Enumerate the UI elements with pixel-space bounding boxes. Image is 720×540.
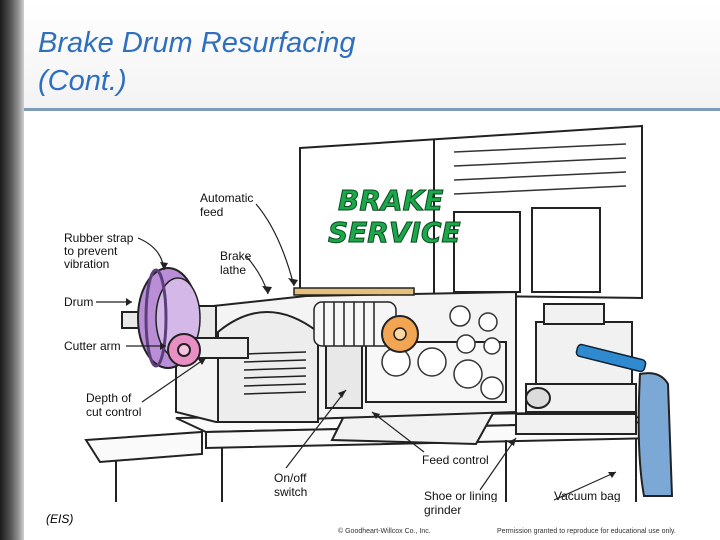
control-dials [381,305,504,400]
label-brake-lathe-2: lathe [220,263,246,277]
label-cutter-arm: Cutter arm [64,339,121,353]
label-automatic-feed-1: Automatic [200,191,253,205]
label-brake-lathe-1: Brake [220,249,252,263]
label-grinder-1: Shoe or lining [424,489,497,502]
image-credit: (EIS) [46,512,74,526]
board-lines [453,143,627,195]
label-grinder: Shoe or lining [424,489,497,502]
label-vacuum-bag: Vacuum bag [554,489,621,502]
shoe-grinder [515,303,637,435]
sign-service: SERVICE [328,216,461,249]
cutting-head-center [393,327,407,341]
label-rubber-strap: Rubber strap to prevent vibration [64,231,137,271]
brake-lathe-illustration: BRAKE SERVICE [64,124,674,502]
page-title: Brake Drum Resurfacing (Cont.) [38,24,356,100]
label-grinder-line-2: grinder [424,503,462,517]
label-depth-control: Depth of cut control [86,391,141,419]
label-on-off-switch-1: On/off [274,471,307,485]
left-gradient-bar [0,0,24,540]
title-band [24,0,720,108]
leader-arrows [126,262,616,478]
title-line-1: Brake Drum Resurfacing [38,27,356,59]
label-depth-control-1: Depth of [86,391,132,405]
label-brake-lathe: Brake lathe [220,249,255,277]
title-line-2: (Cont.) [38,65,127,97]
cutter-arm [167,333,249,367]
wall-board [299,124,643,300]
title-divider [24,108,720,111]
automatic-feed-rod [293,287,415,296]
grinder-handle [575,343,647,373]
vacuum-bag [637,372,674,497]
label-depth-control-2: cut control [86,405,141,419]
permission-notice: Permission granted to reproduce for educ… [497,528,676,535]
label-feed-control: Feed control [422,453,489,467]
sign-brake: BRAKE [338,184,443,217]
copyright-notice: © Goodheart-Willcox Co., Inc. [338,528,431,535]
label-rubber-strap-2: to prevent [64,244,118,258]
leader-lines [96,203,617,501]
brake-lathe-body [175,290,517,424]
label-drum: Drum [64,295,93,309]
label-on-off-switch-2: switch [274,485,307,499]
label-on-off-switch: On/off switch [274,471,310,499]
label-automatic-feed-2: feed [200,205,223,219]
label-rubber-strap-1: Rubber strap [64,231,134,245]
rubber-strap [144,268,168,368]
label-automatic-feed: Automatic feed [200,191,257,219]
label-rubber-strap-3: vibration [64,257,109,271]
